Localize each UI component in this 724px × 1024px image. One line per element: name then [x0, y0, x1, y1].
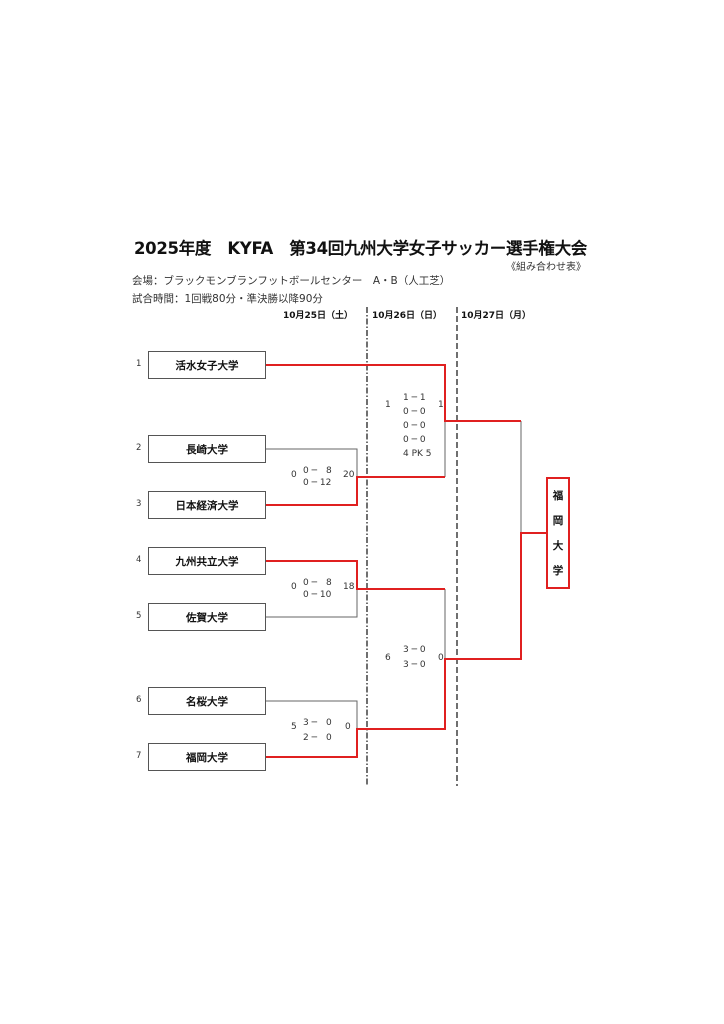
score-half: 0 ─ 0: [403, 407, 426, 417]
team-box: 名桜大学: [148, 687, 266, 715]
score-total-right: 0: [345, 722, 351, 732]
score-total-left: 5: [291, 722, 297, 732]
seed-number: 6: [136, 695, 142, 705]
line-team2: [266, 448, 358, 477]
team-box: 日本経済大学: [148, 491, 266, 519]
page-title: 2025年度 KYFA 第34回九州大学女子サッカー選手権大会: [134, 239, 587, 258]
venue-info: 会場：ブラックモンブランフットボールセンター A・B（人工芝）: [132, 275, 451, 287]
match-time-info: 試合時間：1回戦80分・準決勝以降90分: [132, 293, 323, 305]
seed-number: 7: [136, 751, 142, 761]
score-total-right: 20: [343, 470, 355, 480]
team-box: 佐賀大学: [148, 603, 266, 631]
team-box: 長崎大学: [148, 435, 266, 463]
team-box: 活水女子大学: [148, 351, 266, 379]
seed-number: 3: [136, 499, 142, 509]
line-team5: [266, 589, 358, 618]
champion-char: 福: [552, 490, 564, 502]
date-round1: 10月25日（土）: [283, 311, 354, 321]
score-half: 0 ─ 10: [303, 590, 332, 600]
score-total-left: 6: [385, 653, 391, 663]
score-half: 0 ─ 0: [403, 435, 426, 445]
champion-box: 福 岡 大 学: [546, 477, 570, 589]
score-half: 2 ─ 0: [303, 733, 332, 743]
winner-line-team1: [266, 364, 521, 422]
score-pk: 4 PK 5: [403, 449, 432, 459]
score-total-left: 0: [291, 470, 297, 480]
team-box: 九州共立大学: [148, 547, 266, 575]
score-half: 3 ─ 0: [403, 660, 426, 670]
score-total-right: 0: [438, 653, 444, 663]
seed-number: 1: [136, 359, 142, 369]
team-box: 福岡大学: [148, 743, 266, 771]
winner-line-team4: [266, 560, 445, 590]
score-total-left: 1: [385, 400, 391, 410]
score-half: 0 ─ 8: [303, 466, 332, 476]
line-team6: [266, 700, 358, 729]
score-half: 3 ─ 0: [403, 645, 426, 655]
champion-char: 岡: [552, 515, 564, 527]
score-half: 0 ─ 0: [403, 421, 426, 431]
date-final: 10月27日（月）: [461, 311, 532, 321]
page-subtitle: 《組み合わせ表》: [506, 262, 586, 273]
date-semifinal: 10月26日（日）: [372, 311, 443, 321]
score-total-right: 1: [438, 400, 444, 410]
score-half: 1 ─ 1: [403, 393, 426, 403]
score-half: 0 ─ 8: [303, 578, 332, 588]
winner-line-team3: [266, 476, 445, 506]
seed-number: 4: [136, 555, 142, 565]
seed-number: 2: [136, 443, 142, 453]
winner-line-team7: [266, 532, 546, 758]
score-total-left: 0: [291, 582, 297, 592]
score-half: 0 ─ 12: [303, 478, 332, 488]
score-total-right: 18: [343, 582, 355, 592]
seed-number: 5: [136, 611, 142, 621]
champion-char: 学: [552, 565, 564, 577]
score-half: 3 ─ 0: [303, 718, 332, 728]
champion-char: 大: [552, 540, 564, 552]
